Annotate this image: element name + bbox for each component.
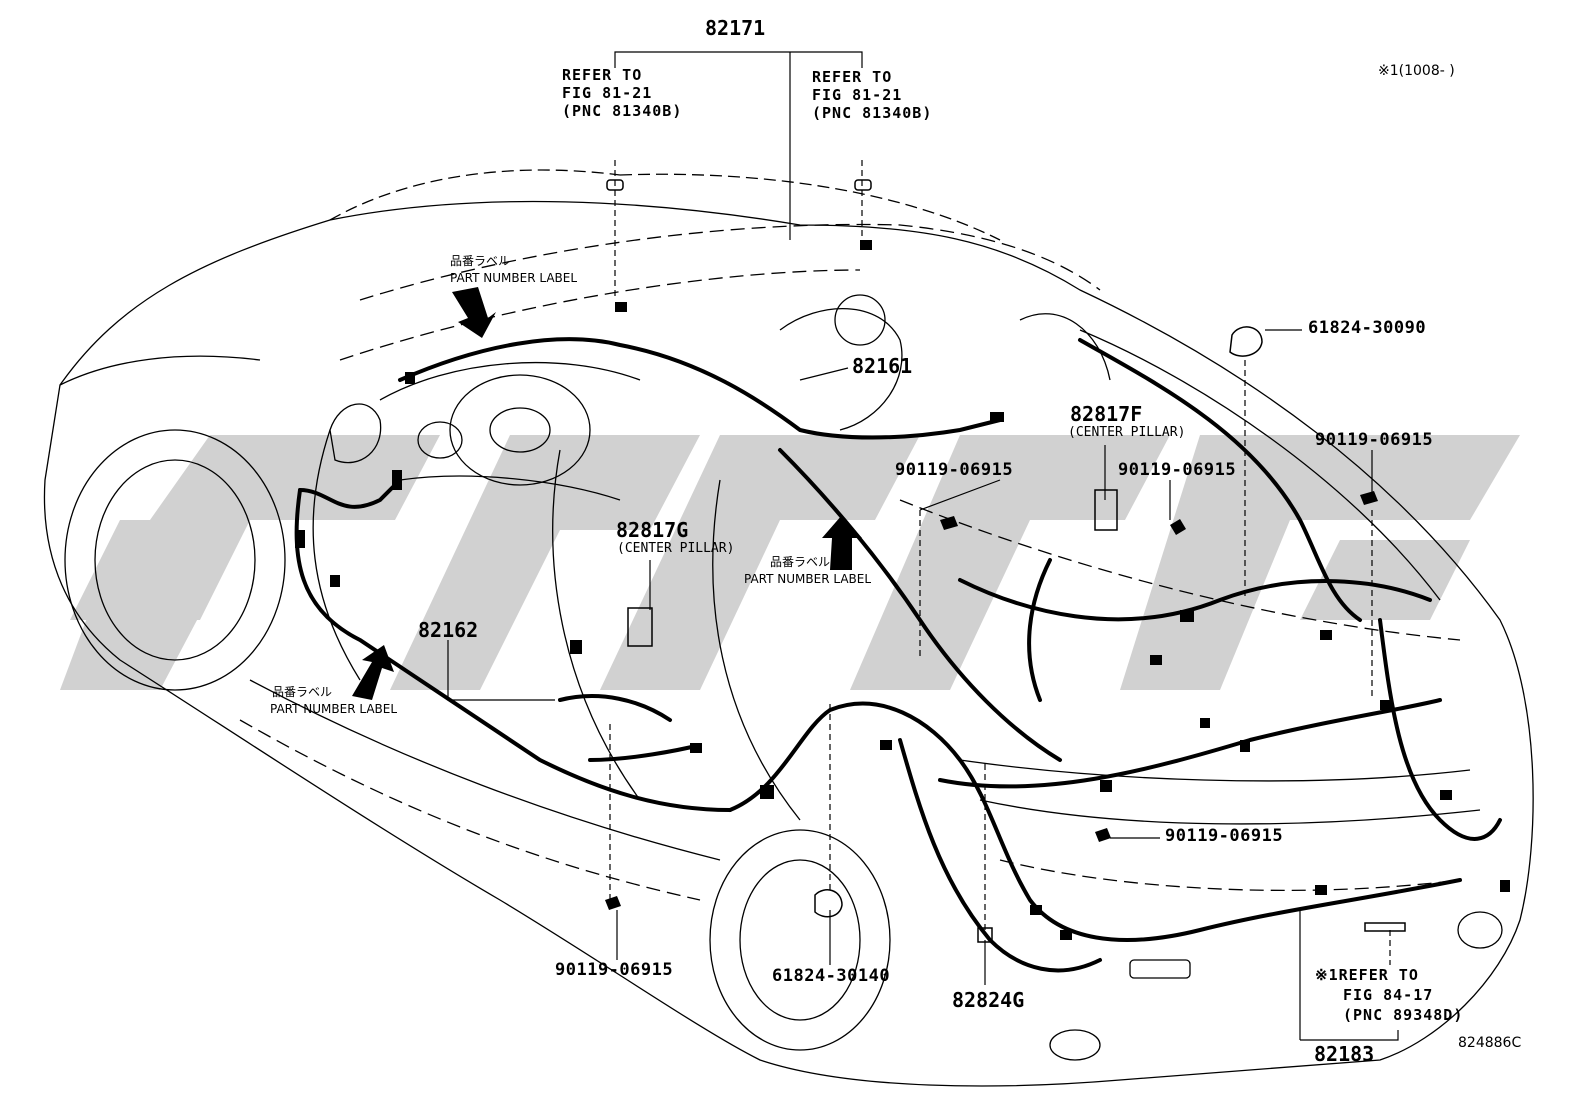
- part-90119-d: 90119-06915: [555, 960, 674, 980]
- part-90119-b: 90119-06915: [1118, 460, 1237, 480]
- part-label-mid-en: PART NUMBER LABEL: [744, 572, 872, 586]
- center-pillar-g: (CENTER PILLAR): [617, 541, 735, 556]
- refer-left-line1: REFER TO: [562, 66, 643, 84]
- part-82171: 82171: [705, 16, 766, 40]
- part-label-mid-jp: 品番ラベル: [770, 555, 831, 569]
- part-61824-30140: 61824-30140: [772, 966, 891, 986]
- center-pillar-f: (CENTER PILLAR): [1068, 425, 1186, 440]
- part-61824-30090: 61824-30090: [1308, 318, 1427, 338]
- part-82162: 82162: [418, 618, 479, 642]
- refer-bottom-line3: (PNC 89348D): [1343, 1006, 1464, 1024]
- part-82817F: 82817F: [1070, 402, 1143, 426]
- part-82183: 82183: [1314, 1042, 1375, 1066]
- refer-left-line2: FIG 81-21: [562, 84, 653, 102]
- part-label-left-jp: 品番ラベル: [272, 685, 333, 699]
- refer-right-line3: (PNC 81340B): [812, 104, 933, 122]
- refer-bottom-line2: FIG 84-17: [1343, 986, 1434, 1004]
- part-82824G: 82824G: [952, 988, 1025, 1012]
- part-label-top-jp: 品番ラベル: [450, 254, 511, 268]
- note-top-right: ※1(1008- ): [1378, 63, 1455, 79]
- part-82161: 82161: [852, 354, 913, 378]
- part-90119-e: 90119-06915: [1165, 826, 1284, 846]
- part-90119-c: 90119-06915: [1315, 430, 1434, 450]
- refer-right-line1: REFER TO: [812, 68, 893, 86]
- figure-code: 824886C: [1458, 1035, 1522, 1051]
- refer-right-line2: FIG 81-21: [812, 86, 903, 104]
- part-82817G: 82817G: [616, 518, 689, 542]
- part-label-left-en: PART NUMBER LABEL: [270, 702, 398, 716]
- refer-bottom-line1: ※1REFER TO: [1315, 966, 1419, 984]
- part-90119-a: 90119-06915: [895, 460, 1014, 480]
- refer-left-line3: (PNC 81340B): [562, 102, 683, 120]
- part-label-top-en: PART NUMBER LABEL: [450, 271, 578, 285]
